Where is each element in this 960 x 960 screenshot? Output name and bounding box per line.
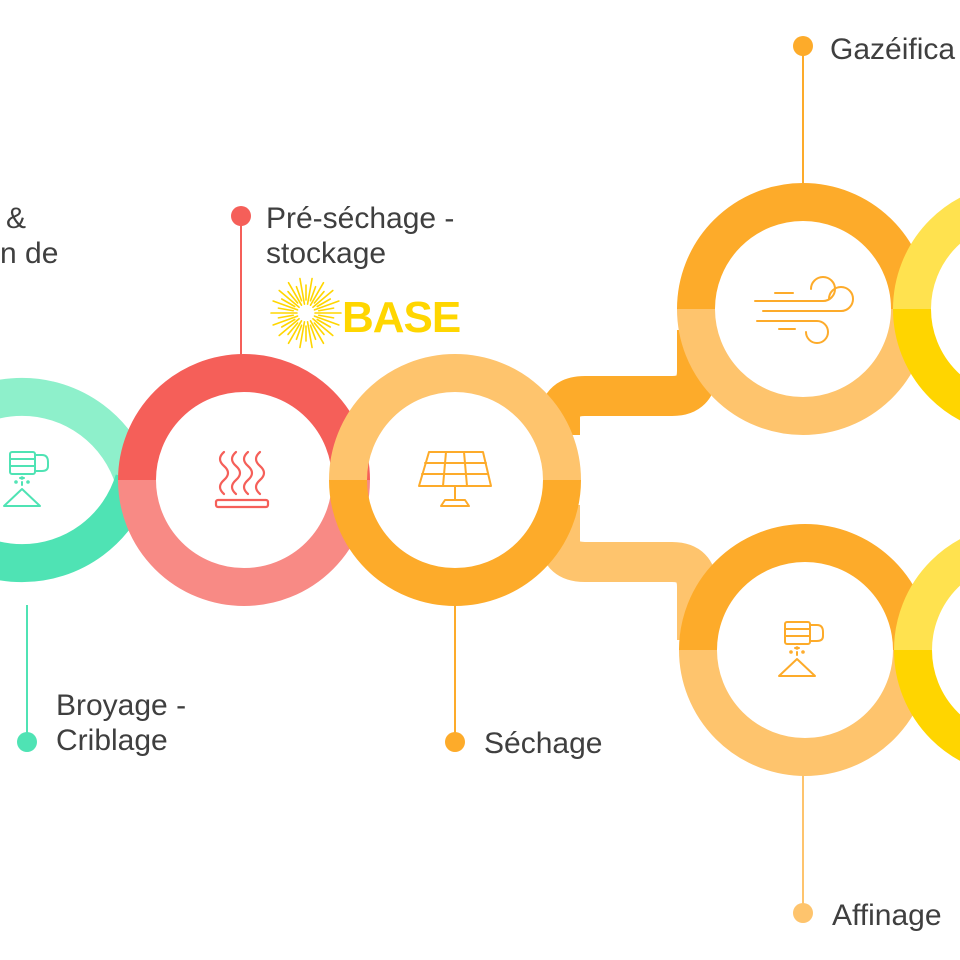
- sunburst-ray: [278, 317, 300, 337]
- sunburst-ray: [318, 314, 335, 319]
- sunburst-ray: [299, 277, 306, 305]
- ring-pre-sechage: [118, 354, 370, 606]
- ring-yellow-upper: [893, 197, 960, 421]
- grinder-icon: [3, 451, 49, 507]
- ring-yellow-lower: [894, 539, 960, 761]
- ring-broyage-bottom: [0, 474, 153, 583]
- sunburst-ray: [287, 319, 303, 345]
- grinder-icon-affinage: [778, 621, 824, 677]
- callout-dot-gazeification: [793, 36, 813, 56]
- sunburst-ray: [295, 285, 303, 302]
- wind-icon: [754, 276, 854, 344]
- heat-waves-icon: [214, 450, 270, 509]
- sunburst-ray: [318, 307, 335, 312]
- pipe-lower-branch: [540, 505, 717, 640]
- sunburst-ray: [312, 289, 334, 309]
- label-cut-line2: n de: [0, 237, 58, 270]
- sunburst-ray: [316, 318, 332, 328]
- sunburst-icon: [270, 277, 342, 349]
- sunburst-ray: [313, 315, 340, 326]
- ring-yellow-upper-top: [893, 197, 960, 310]
- label-sechage: Séchage: [484, 727, 602, 760]
- sunburst-ray: [309, 281, 325, 307]
- sunburst-ray: [272, 315, 299, 326]
- callout-dot-pre-sechage: [231, 206, 251, 226]
- ring-sechage-bottom: [329, 479, 581, 606]
- ring-gazeification-bottom: [677, 308, 929, 435]
- ring-yellow-lower-bottom: [894, 649, 960, 761]
- ring-broyage-top: [0, 377, 153, 486]
- ring-sechage: [329, 354, 581, 606]
- label-cut-line1: &: [6, 202, 26, 235]
- ring-pre-sechage-bottom: [118, 479, 370, 606]
- ring-affinage: [679, 524, 931, 776]
- label-broyage-line2: Criblage: [56, 724, 168, 757]
- ring-yellow-lower-top: [894, 539, 960, 651]
- callouts: [17, 36, 813, 923]
- sunburst-ray: [313, 322, 325, 336]
- sunburst-ray: [313, 300, 340, 311]
- label-affinage: Affinage: [832, 899, 942, 932]
- sunburst-ray: [287, 322, 299, 336]
- solar-panel-icon: [418, 451, 492, 507]
- ring-yellow-upper-bottom: [893, 308, 960, 421]
- callout-dot-broyage: [17, 732, 37, 752]
- sunburst-ray: [309, 324, 317, 341]
- sunburst-ray: [306, 277, 313, 305]
- sunburst-ray: [277, 307, 294, 312]
- base-logo: BASE: [270, 277, 461, 349]
- callout-dot-affinage: [793, 903, 813, 923]
- ring-sechage-top: [329, 354, 581, 481]
- sunburst-ray: [295, 324, 303, 341]
- sunburst-ray: [272, 300, 299, 311]
- sunburst-ray: [280, 298, 296, 308]
- logo-text: BASE: [342, 293, 460, 342]
- sunburst-ray: [287, 281, 303, 307]
- ring-broyage: [0, 377, 153, 583]
- sunburst-ray: [306, 321, 313, 349]
- ring-gazeification: [677, 183, 929, 435]
- label-pre-sechage-line1: Pré-séchage -: [266, 202, 454, 235]
- ring-gazeification-top: [677, 183, 929, 310]
- callout-dot-sechage: [445, 732, 465, 752]
- sunburst-ray: [313, 290, 325, 304]
- sunburst-ray: [299, 321, 306, 349]
- sunburst-ray: [312, 317, 334, 337]
- ring-affinage-top: [679, 524, 931, 651]
- ring-affinage-bottom: [679, 649, 931, 776]
- sunburst-ray: [280, 318, 296, 328]
- labels: & n de Pré-séchage - stockage Broyage - …: [0, 33, 955, 932]
- sunburst-ray: [278, 289, 300, 309]
- pipe-upper-branch: [540, 330, 717, 435]
- sunburst-ray: [309, 319, 325, 345]
- label-pre-sechage-line2: stockage: [266, 237, 386, 270]
- pipe-connectors: [540, 330, 717, 640]
- sunburst-ray: [309, 285, 317, 302]
- sunburst-ray: [287, 290, 299, 304]
- label-broyage-line1: Broyage -: [56, 689, 186, 722]
- label-gazeification: Gazéifica: [830, 33, 955, 66]
- ring-pre-sechage-top: [118, 354, 370, 481]
- sunburst-ray: [316, 298, 332, 308]
- sunburst-ray: [277, 314, 294, 319]
